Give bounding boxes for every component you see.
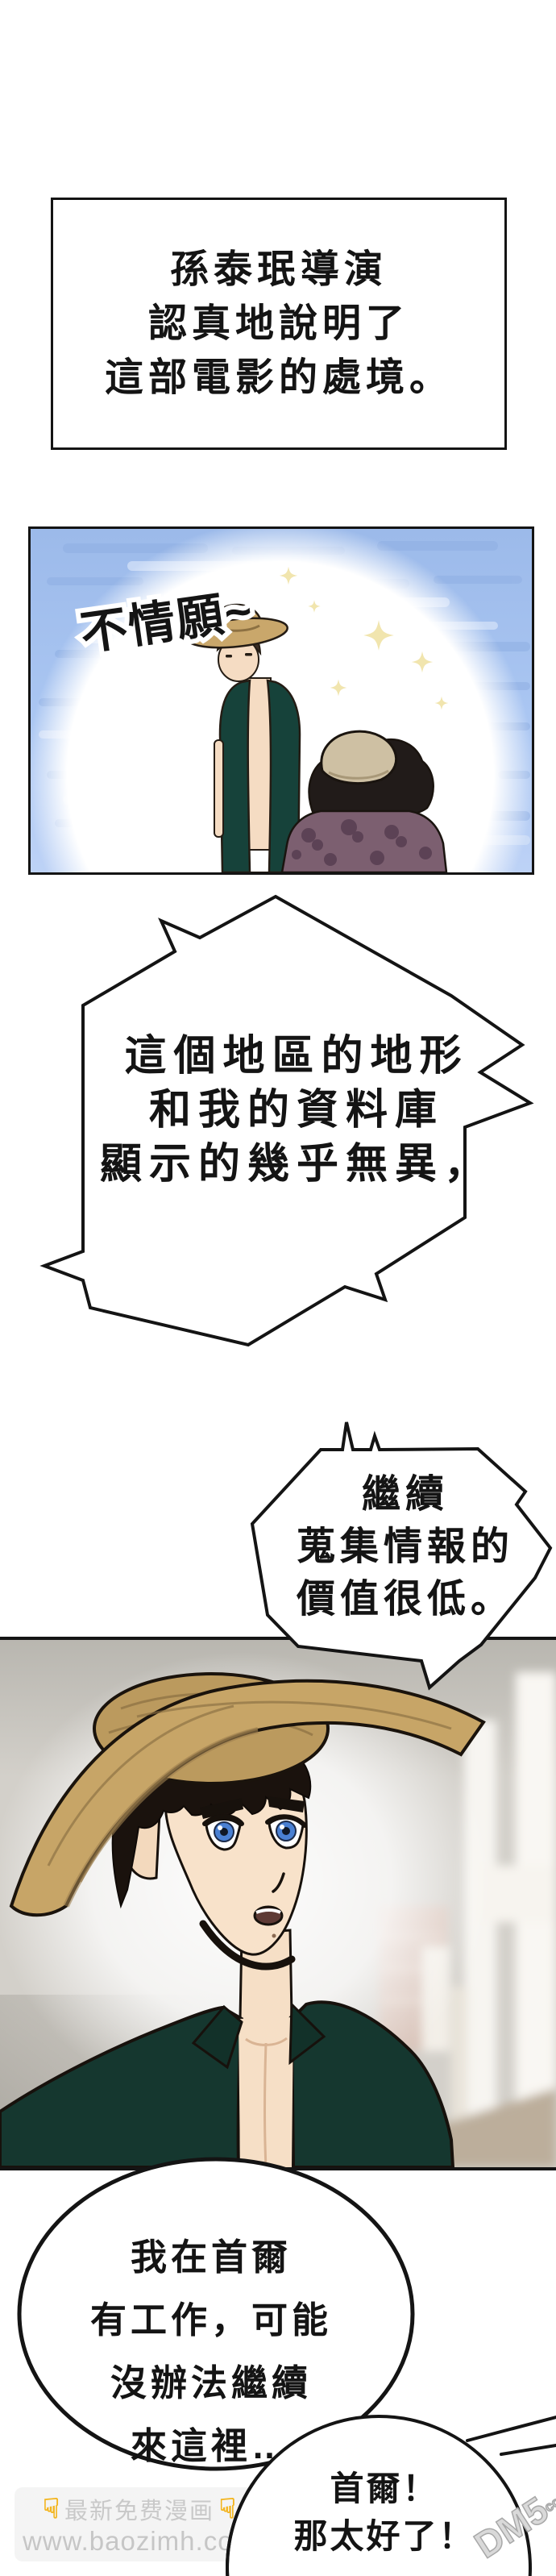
- man-eyes: [226, 653, 252, 658]
- watermark-title-row: ☟ 最新免费漫画 ☟: [43, 2492, 235, 2526]
- woman-blouse: [280, 809, 448, 872]
- left-eye: [202, 1814, 244, 1851]
- watermark: ☟ 最新免费漫画 ☟ www.baozimh.com: [15, 2487, 264, 2561]
- woman-figure: [280, 730, 448, 872]
- collar-left: [191, 2004, 243, 2070]
- bubble-value-shape: [250, 1421, 553, 1691]
- collar-right: [288, 2001, 326, 2066]
- watermark-title: 最新免费漫画: [64, 2499, 214, 2524]
- panel-beach-talk: [28, 526, 534, 875]
- pointing-down-icon: ☟: [43, 2494, 60, 2524]
- man-hat-brim: [185, 617, 288, 649]
- pointing-down-icon: ☟: [219, 2494, 236, 2524]
- watermark-url: www.baozimh.com: [22, 2526, 257, 2556]
- bubble-value-text: 繼續 蒐集情報的 價值很低。: [296, 1473, 514, 1621]
- woman-bucket-hat: [320, 730, 398, 784]
- shirt-right: [289, 2000, 455, 2167]
- shirt-left: [0, 2005, 244, 2167]
- narration-line: 孫泰珉導演: [169, 248, 388, 291]
- narration-line: 這部電影的處境。: [104, 356, 453, 399]
- bubble-seoul-work-text: 我在首爾 有工作，可能 沒辦法繼續 來這裡…: [89, 2237, 332, 2466]
- man-arm: [214, 739, 224, 838]
- nose: [272, 1872, 285, 1893]
- panel-portrait-art: [0, 1640, 556, 2167]
- right-eye: [265, 1814, 307, 1850]
- man-figure: [185, 603, 309, 872]
- portrait-man: [0, 1672, 486, 2167]
- narration-box: 孫泰珉導演 認真地說明了 這部電影的處境。: [51, 198, 507, 450]
- panel-portrait: [0, 1637, 556, 2170]
- bubble-terrain-text: 這個地區的地形 和我的資料庫 顯示的幾乎無異，: [99, 1033, 493, 1188]
- man-shirt-right: [266, 679, 301, 872]
- bubble-arc-over-watermark: [226, 2483, 255, 2576]
- bubble-seoul-great-text: 首爾！ 那太好了！: [293, 2470, 475, 2555]
- narration-line: 認真地說明了: [147, 302, 409, 345]
- man-shirt-left: [218, 679, 251, 872]
- bubble-seoul-work-shape: [17, 2157, 415, 2471]
- chin-mole: [272, 1933, 276, 1938]
- bubble-terrain-shape: [39, 894, 534, 1347]
- eyebrows: [200, 1796, 305, 1819]
- jaw-shadow-line: [199, 1920, 296, 1970]
- panel-beach-art: [31, 529, 532, 872]
- woman-blouse-flowers: [292, 819, 432, 866]
